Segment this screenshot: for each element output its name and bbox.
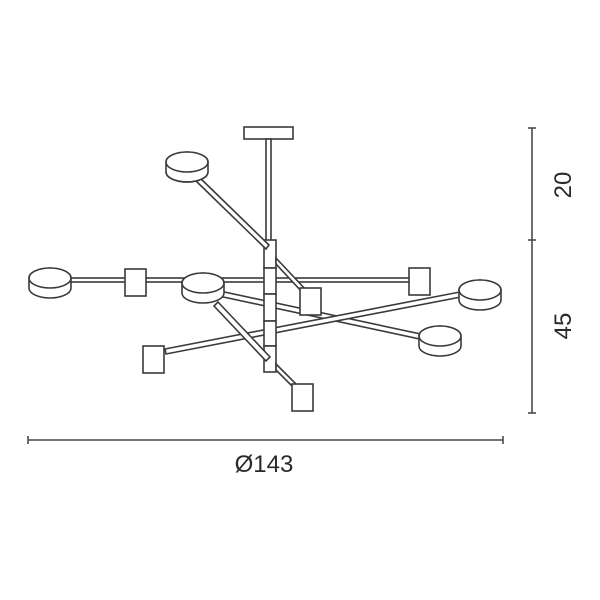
lamp-head-right <box>458 279 502 311</box>
ceiling-canopy <box>243 126 294 140</box>
column-segment <box>263 293 277 322</box>
column-segment <box>263 267 277 295</box>
arm-upper-left <box>193 174 271 251</box>
height-upper-label: 20 <box>550 172 577 199</box>
horizontal-arm <box>64 277 416 283</box>
end-cap-square <box>408 267 431 296</box>
end-cap-square <box>291 383 314 412</box>
lamp-head-lower-right <box>418 325 462 357</box>
lamp-head-left <box>28 267 72 299</box>
end-cap-square <box>299 287 322 316</box>
lamp-head-mid-left <box>181 272 225 304</box>
suspension-rod <box>265 138 272 242</box>
column-segment <box>263 320 277 347</box>
end-cap-square <box>142 345 165 374</box>
diameter-label: Ø143 <box>235 451 294 478</box>
lamp-head-top <box>165 151 209 183</box>
arm-mid-left <box>212 300 272 363</box>
end-cap-square <box>124 268 147 297</box>
height-lower-label: 45 <box>550 313 577 340</box>
